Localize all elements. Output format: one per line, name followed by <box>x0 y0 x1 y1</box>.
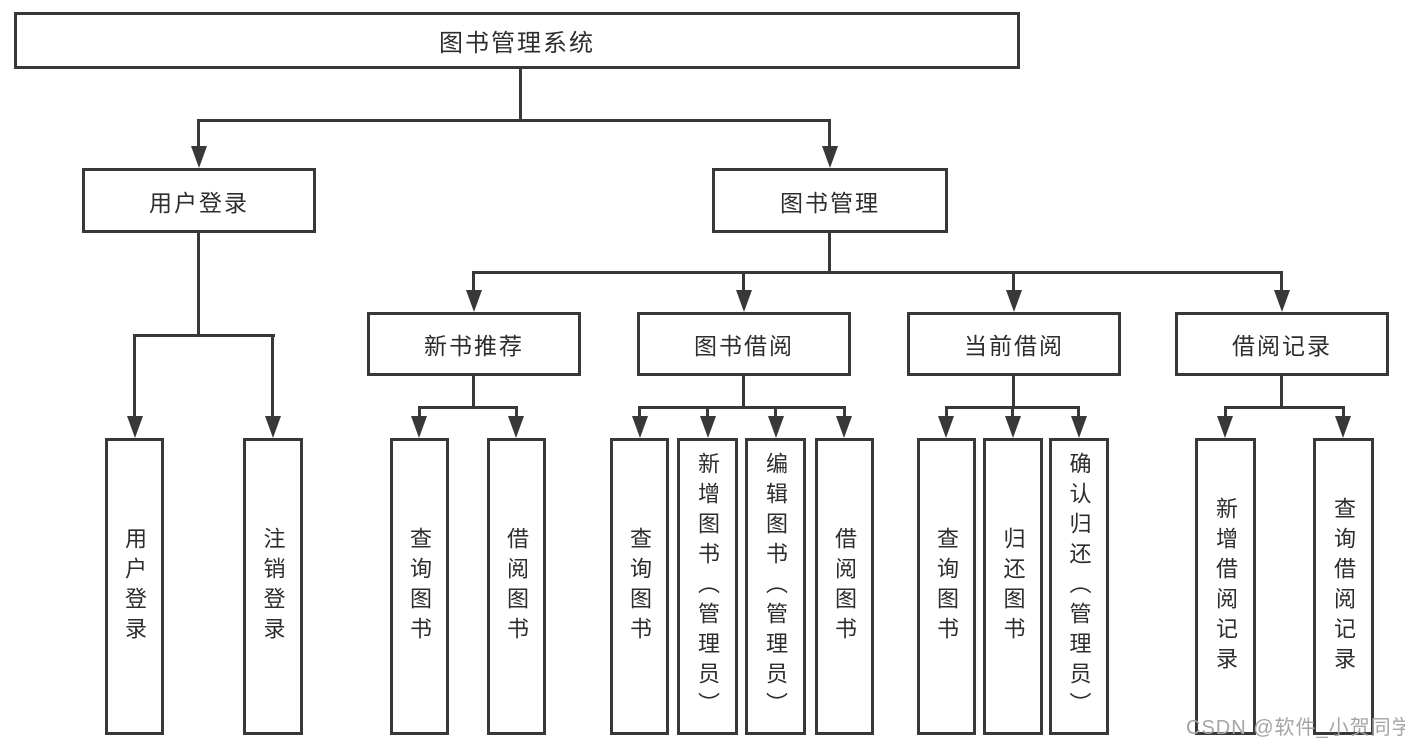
node-label: 图书管理 <box>780 189 880 216</box>
connector-leaf-shaft <box>1077 406 1080 420</box>
leaf-add-borrow-record: 新增借阅记录 <box>1195 438 1256 735</box>
connector-leaf-shaft <box>133 334 136 419</box>
arrow-down-icon <box>768 416 784 438</box>
leaf-add-book-admin: 新增图书（管理员） <box>677 438 738 735</box>
node-label: 确认归还（管理员） <box>1066 451 1092 722</box>
node-new-book-recommend: 新书推荐 <box>367 312 581 376</box>
connector-leaf-shaft <box>774 406 777 420</box>
node-label: 查询图书 <box>407 526 433 647</box>
connector-level2-hline <box>197 119 831 122</box>
connector-current-drop <box>1012 375 1015 408</box>
connector-level3-shaft <box>472 271 475 293</box>
connector-level3-shaft <box>1280 271 1283 293</box>
node-user-login: 用户登录 <box>82 168 316 233</box>
node-label: 注销登录 <box>260 526 286 647</box>
connector-leaf-shaft <box>706 406 709 420</box>
connector-leaf-shaft <box>418 406 421 420</box>
leaf-borrow-book: 借阅图书 <box>815 438 874 735</box>
node-label: 新书推荐 <box>424 333 524 359</box>
node-label: 归还图书 <box>1000 526 1026 647</box>
connector-new-rec-hline <box>418 406 518 409</box>
connector-leaf-shaft <box>1224 406 1227 420</box>
node-label: 新增借阅记录 <box>1213 496 1239 677</box>
node-current-borrowing: 当前借阅 <box>907 312 1121 376</box>
node-label: 借阅图书 <box>832 526 858 647</box>
leaf-confirm-return-admin: 确认归还（管理员） <box>1049 438 1109 735</box>
arrow-down-icon <box>1274 290 1290 312</box>
connector-book-mgmt-drop <box>828 232 831 273</box>
arrow-down-icon <box>265 416 281 438</box>
arrow-down-icon <box>822 146 838 168</box>
node-library-management-system: 图书管理系统 <box>14 12 1020 69</box>
node-label: 用户登录 <box>122 526 148 647</box>
arrow-down-icon <box>700 416 716 438</box>
connector-leaf-shaft <box>515 406 518 420</box>
connector-borrowing-hline <box>638 406 846 409</box>
connector-user-login-shaft <box>197 119 200 149</box>
connector-leaf-shaft <box>843 406 846 420</box>
arrow-down-icon <box>1071 416 1087 438</box>
node-label: 新增图书（管理员） <box>695 451 721 722</box>
connector-leaf-shaft <box>1342 406 1345 420</box>
node-label: 查询借阅记录 <box>1331 496 1357 677</box>
csdn-watermark: CSDN @软件_小贺同学 <box>1186 717 1405 739</box>
arrow-down-icon <box>191 146 207 168</box>
leaf-logout: 注销登录 <box>243 438 303 735</box>
connector-leaf-shaft <box>638 406 641 420</box>
connector-user-login-hline <box>133 334 275 337</box>
arrow-down-icon <box>632 416 648 438</box>
arrow-down-icon <box>466 290 482 312</box>
connector-book-mgmt-shaft <box>828 119 831 149</box>
connector-leaf-shaft <box>1011 406 1014 420</box>
connector-leaf-shaft <box>271 334 274 419</box>
node-label: 用户登录 <box>149 189 249 216</box>
node-label: 查询图书 <box>627 526 653 647</box>
node-borrowing-records: 借阅记录 <box>1175 312 1389 376</box>
node-label: 借阅记录 <box>1232 333 1332 359</box>
node-book-borrowing: 图书借阅 <box>637 312 851 376</box>
node-label: 查询图书 <box>934 526 960 647</box>
connector-level3-shaft <box>1012 271 1015 293</box>
node-label: 图书管理系统 <box>439 30 595 57</box>
leaf-borrow-book-recommend: 借阅图书 <box>487 438 546 735</box>
connector-level3-hline <box>472 271 1283 274</box>
connector-level3-shaft <box>742 271 745 293</box>
leaf-return-book: 归还图书 <box>983 438 1043 735</box>
connector-borrowing-drop <box>742 375 745 408</box>
connector-records-hline <box>1224 406 1345 409</box>
leaf-query-book-recommend: 查询图书 <box>390 438 449 735</box>
arrow-down-icon <box>1005 416 1021 438</box>
connector-leaf-shaft <box>945 406 948 420</box>
node-label: 图书借阅 <box>694 333 794 359</box>
connector-root-drop <box>519 68 522 120</box>
leaf-query-borrow-record: 查询借阅记录 <box>1313 438 1374 735</box>
node-label: 借阅图书 <box>504 526 530 647</box>
leaf-edit-book-admin: 编辑图书（管理员） <box>745 438 806 735</box>
arrow-down-icon <box>1006 290 1022 312</box>
leaf-query-book-borrowing: 查询图书 <box>610 438 669 735</box>
arrow-down-icon <box>836 416 852 438</box>
connector-records-drop <box>1280 375 1283 408</box>
node-label: 编辑图书（管理员） <box>763 451 789 722</box>
arrow-down-icon <box>736 290 752 312</box>
arrow-down-icon <box>1217 416 1233 438</box>
arrow-down-icon <box>411 416 427 438</box>
arrow-down-icon <box>508 416 524 438</box>
arrow-down-icon <box>938 416 954 438</box>
node-book-management: 图书管理 <box>712 168 948 233</box>
leaf-query-book-current: 查询图书 <box>917 438 976 735</box>
arrow-down-icon <box>127 416 143 438</box>
connector-new-rec-drop <box>472 375 475 408</box>
node-label: 当前借阅 <box>964 333 1064 359</box>
connector-user-login-drop <box>197 232 200 336</box>
arrow-down-icon <box>1335 416 1351 438</box>
leaf-user-login: 用户登录 <box>105 438 164 735</box>
